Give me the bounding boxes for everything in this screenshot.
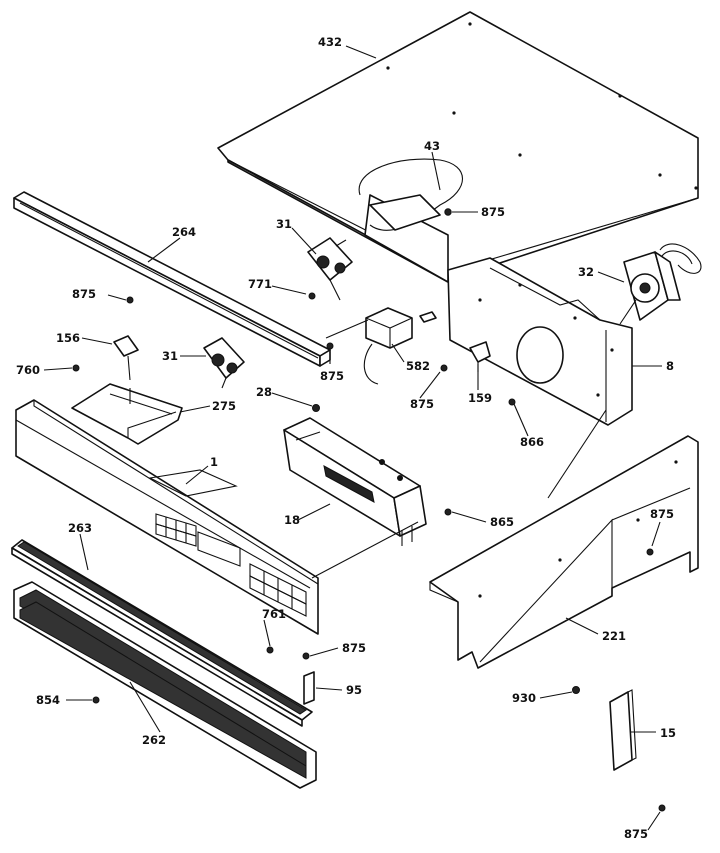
label-875: 875 bbox=[410, 397, 434, 411]
vent-grille-262 bbox=[13, 581, 317, 789]
switch-31-upper bbox=[307, 237, 353, 301]
label-156: 156 bbox=[56, 331, 80, 345]
label-8: 8 bbox=[666, 359, 674, 373]
label-771: 771 bbox=[248, 277, 272, 291]
lower-trim-263 bbox=[11, 539, 313, 727]
label-875: 875 bbox=[624, 827, 648, 841]
label-432: 432 bbox=[318, 35, 342, 49]
label-221: 221 bbox=[602, 629, 626, 643]
electronic-control-18 bbox=[283, 417, 427, 546]
label-760: 760 bbox=[16, 363, 40, 377]
bracket-159 bbox=[469, 341, 491, 372]
top-cover-432 bbox=[217, 11, 699, 283]
leader-lines bbox=[43, 45, 662, 831]
label-875: 875 bbox=[72, 287, 96, 301]
callout-labels: 432 43 875 264 31 32 875 771 156 760 31 … bbox=[16, 35, 676, 841]
rear-panel-8 bbox=[447, 257, 633, 499]
keypad-grid bbox=[155, 513, 307, 617]
bracket-275 bbox=[71, 383, 183, 445]
label-43: 43 bbox=[424, 139, 440, 153]
label-262: 262 bbox=[142, 733, 166, 747]
label-28: 28 bbox=[256, 385, 272, 399]
label-761: 761 bbox=[262, 607, 286, 621]
label-263: 263 bbox=[68, 521, 92, 535]
label-31: 31 bbox=[276, 217, 292, 231]
label-32: 32 bbox=[578, 265, 594, 279]
label-875: 875 bbox=[342, 641, 366, 655]
label-1: 1 bbox=[210, 455, 218, 469]
label-582: 582 bbox=[406, 359, 430, 373]
clip-156 bbox=[113, 335, 139, 381]
switch-31-lower bbox=[203, 337, 245, 389]
label-866: 866 bbox=[520, 435, 544, 449]
label-31: 31 bbox=[162, 349, 178, 363]
bracket-15 bbox=[609, 689, 637, 771]
top-trim-264 bbox=[13, 191, 331, 367]
control-panel-1 bbox=[15, 399, 319, 635]
label-875: 875 bbox=[650, 507, 674, 521]
side-panel-221 bbox=[429, 435, 699, 669]
fasteners bbox=[72, 208, 666, 812]
label-264: 264 bbox=[172, 225, 196, 239]
label-18: 18 bbox=[284, 513, 300, 527]
label-875: 875 bbox=[481, 205, 505, 219]
label-865: 865 bbox=[490, 515, 514, 529]
label-875: 875 bbox=[320, 369, 344, 383]
assembly-lines bbox=[129, 299, 637, 579]
cooling-fan-32 bbox=[623, 243, 702, 321]
label-854: 854 bbox=[36, 693, 60, 707]
module-582 bbox=[363, 307, 437, 385]
label-95: 95 bbox=[346, 683, 362, 697]
label-275: 275 bbox=[212, 399, 236, 413]
label-15: 15 bbox=[660, 726, 676, 740]
bracket-95 bbox=[303, 671, 315, 705]
label-930: 930 bbox=[512, 691, 536, 705]
label-159: 159 bbox=[468, 391, 492, 405]
